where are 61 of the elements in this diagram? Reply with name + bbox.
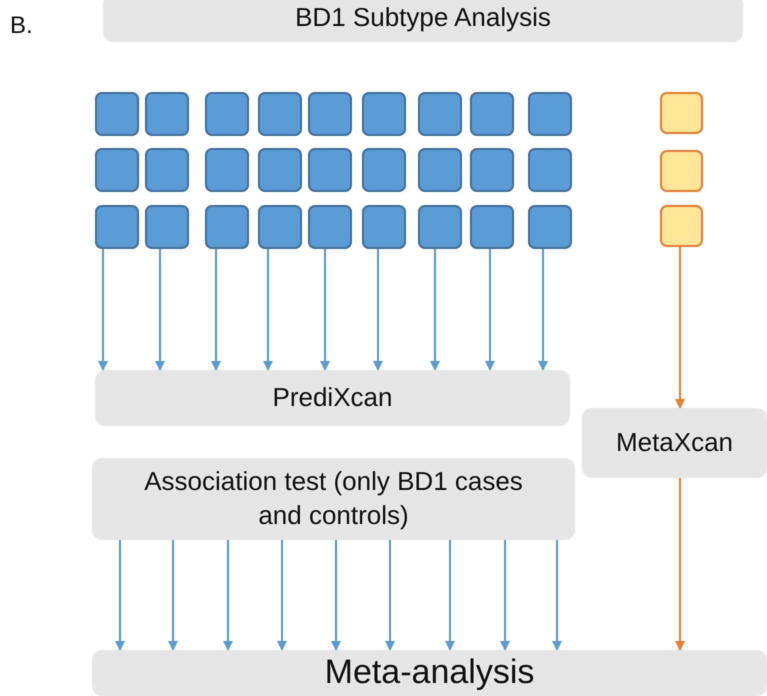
arrow — [98, 249, 108, 371]
sample-square — [258, 148, 302, 192]
sample-square — [362, 92, 406, 136]
box-text: Association test (only BD1 cases and controls) — [143, 465, 524, 532]
arrow — [538, 249, 548, 371]
sample-square — [145, 92, 189, 136]
process-box — [95, 370, 570, 426]
sample-square — [145, 205, 189, 249]
arrow — [430, 249, 440, 371]
sample-square — [660, 150, 703, 192]
sample-square — [418, 92, 462, 136]
sample-square — [528, 92, 572, 136]
box-text: MetaXcan — [616, 426, 734, 460]
process-box — [582, 408, 767, 478]
sample-square — [205, 148, 249, 192]
sample-square — [660, 205, 703, 247]
box-text: Meta-analysis — [324, 654, 534, 692]
sample-square — [418, 205, 462, 249]
sample-square — [470, 148, 514, 192]
sample-square — [528, 148, 572, 192]
arrow — [211, 249, 221, 371]
arrow — [445, 540, 455, 651]
sample-square — [145, 148, 189, 192]
sample-square — [205, 205, 249, 249]
panel-label: B. — [10, 12, 33, 40]
process-box — [92, 458, 575, 540]
sample-square — [258, 92, 302, 136]
arrow — [115, 540, 125, 651]
arrow — [373, 249, 383, 371]
sample-square — [205, 92, 249, 136]
arrow — [552, 540, 562, 651]
sample-square — [95, 148, 139, 192]
sample-square — [308, 92, 352, 136]
arrow — [223, 540, 233, 651]
arrow — [675, 247, 685, 409]
arrow — [168, 540, 178, 651]
box-text: PrediXcan — [272, 381, 392, 414]
arrow — [385, 540, 395, 651]
arrow — [331, 540, 341, 651]
sample-square — [308, 205, 352, 249]
arrow — [485, 249, 495, 371]
sample-square — [258, 205, 302, 249]
arrow — [155, 249, 165, 371]
sample-square — [470, 92, 514, 136]
arrow — [277, 540, 287, 651]
arrow — [263, 249, 273, 371]
sample-square — [418, 148, 462, 192]
process-box — [92, 650, 767, 696]
sample-square — [95, 92, 139, 136]
sample-square — [362, 205, 406, 249]
sample-square — [470, 205, 514, 249]
sample-square — [528, 205, 572, 249]
box-text: BD1 Subtype Analysis — [295, 1, 551, 34]
sample-square — [660, 92, 703, 134]
arrow — [320, 249, 330, 371]
sample-square — [308, 148, 352, 192]
sample-square — [362, 148, 406, 192]
title-bar — [103, 0, 743, 42]
sample-square — [95, 205, 139, 249]
arrow — [675, 478, 685, 651]
arrow — [500, 540, 510, 651]
